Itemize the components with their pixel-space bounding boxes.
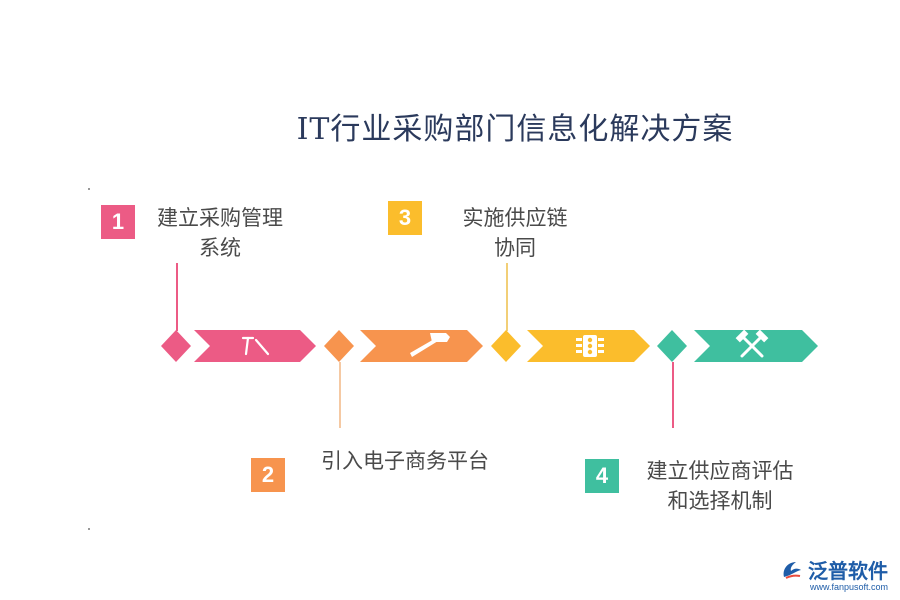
step-1-badge: 1 xyxy=(101,205,135,239)
step-4-label-line1: 建立供应商评估 xyxy=(646,459,794,483)
step-3-diamond xyxy=(491,330,521,362)
step-4-label: 建立供应商评估 和选择机制 xyxy=(630,456,810,516)
step-4-number: 4 xyxy=(595,463,609,488)
step-1-number: 1 xyxy=(111,209,125,234)
step-1-arrow xyxy=(194,330,316,362)
crossed-tools-icon xyxy=(735,329,769,358)
step-3-label: 实施供应链 协同 xyxy=(440,203,590,263)
step-3-badge: 3 xyxy=(388,201,422,235)
step-2-diamond xyxy=(324,330,354,362)
step-2-connector xyxy=(339,362,341,428)
step-3-number: 3 xyxy=(398,205,412,230)
step-2-label-line1: 引入电子商务平台 xyxy=(321,449,489,473)
watermark: 泛普软件 www.fanpusoft.com xyxy=(780,555,888,592)
watermark-row: 泛普软件 xyxy=(780,555,888,584)
step-4-connector xyxy=(672,362,674,428)
step-3-connector xyxy=(506,263,508,331)
step-2-badge: 2 xyxy=(251,458,285,492)
step-1-label-line1: 建立采购管理 xyxy=(157,206,283,230)
hammer-icon xyxy=(410,333,450,357)
traffic-light-icon xyxy=(576,335,604,357)
step-1-label: 建立采购管理 系统 xyxy=(140,203,300,263)
hammer-small-icon xyxy=(241,336,270,356)
step-3-label-line2: 协同 xyxy=(494,236,536,260)
fanpu-logo-icon xyxy=(783,561,801,579)
edge-mark-top xyxy=(88,188,90,190)
step-3-label-line1: 实施供应链 xyxy=(462,206,568,230)
step-1-connector xyxy=(176,263,178,331)
step-2-number: 2 xyxy=(261,462,275,487)
watermark-name: 泛普软件 xyxy=(808,559,888,583)
step-4-label-line2: 和选择机制 xyxy=(667,489,773,513)
step-4-badge: 4 xyxy=(585,459,619,493)
step-2-label: 引入电子商务平台 xyxy=(300,446,510,476)
page-title: IT行业采购部门信息化解决方案 xyxy=(296,112,734,147)
watermark-url: www.fanpusoft.com xyxy=(809,582,888,592)
step-2-arrow xyxy=(360,330,483,362)
step-4-diamond xyxy=(657,330,687,362)
step-1-diamond xyxy=(161,330,191,362)
step-4-arrow xyxy=(694,330,818,362)
edge-mark-bottom xyxy=(88,528,90,530)
step-1-label-line2: 系统 xyxy=(199,236,241,260)
